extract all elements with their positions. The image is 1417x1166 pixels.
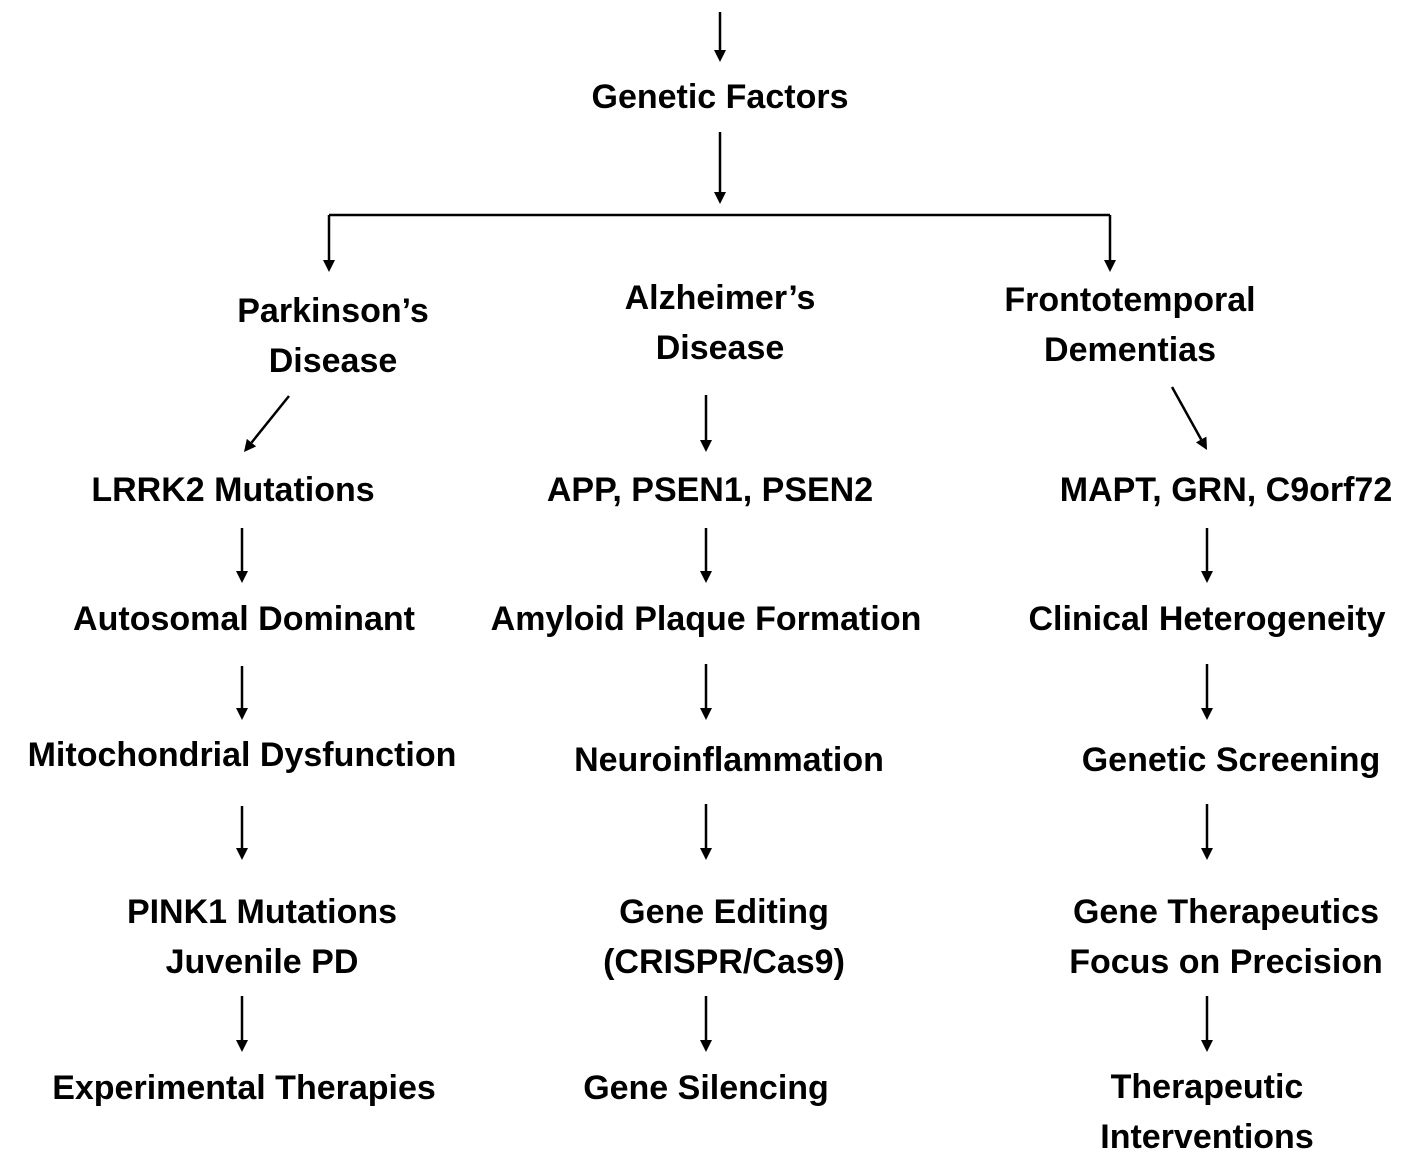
step-gene-editing: Gene Editing(CRISPR/Cas9)	[603, 893, 845, 981]
step-experimental-therapies: Experimental Therapies	[52, 1069, 436, 1107]
step-mitochondrial-dysfunction: Mitochondrial Dysfunction	[27, 736, 457, 774]
arrow-alzheimers-app-head	[700, 440, 712, 452]
arrow-clinical-screening-head	[1201, 708, 1213, 720]
step-neuroinflammation: Neuroinflammation	[574, 741, 884, 779]
arrow-parkinsons-lrrk2-head	[244, 438, 257, 452]
step-gene-silencing: Gene Silencing	[583, 1069, 829, 1107]
arrow-frontotemporal-mapt-head	[1195, 436, 1207, 450]
step-app-psen1-psen2: APP, PSEN1, PSEN2	[546, 471, 874, 509]
step-lrrk2-mutations: LRRK2 Mutations	[91, 471, 375, 509]
arrow-mitochondrial-pink1-head	[236, 848, 248, 860]
arrow-mapt-clinical-head	[1201, 571, 1213, 583]
arrow-gene-therapeutics-interventions-head	[1201, 1040, 1213, 1052]
arrow-gene-editing-silencing-head	[700, 1040, 712, 1052]
root-node-genetic-factors: Genetic Factors	[591, 78, 849, 116]
step-amyloid-plaque-formation: Amyloid Plaque Formation	[490, 600, 922, 638]
step-mapt-grn-c9orf72: MAPT, GRN, C9orf72	[1059, 471, 1393, 509]
arrow-pink1-experimental-head	[236, 1040, 248, 1052]
arrow-frontotemporal-mapt	[1170, 386, 1203, 441]
arrow-amyloid-neuroinflammation-head	[700, 708, 712, 720]
step-autosomal-dominant: Autosomal Dominant	[73, 600, 415, 638]
step-genetic-screening: Genetic Screening	[1081, 741, 1381, 779]
step-clinical-heterogeneity: Clinical Heterogeneity	[1028, 600, 1386, 638]
arrow-screening-gene-therapeutics-head	[1201, 848, 1213, 860]
arrow-neuroinflammation-gene-editing-head	[700, 848, 712, 860]
arrow-app-amyloid-head	[700, 571, 712, 583]
arrow-branch-frontotemporal-head	[1104, 260, 1116, 272]
arrow-into-root-head	[714, 50, 726, 62]
arrow-parkinsons-lrrk2	[250, 395, 290, 444]
arrow-autosomal-mitochondrial-head	[236, 708, 248, 720]
arrow-lrrk2-autosomal-head	[236, 571, 248, 583]
arrow-root-to-branch-head	[714, 192, 726, 204]
arrow-branch-parkinsons-head	[323, 260, 335, 272]
